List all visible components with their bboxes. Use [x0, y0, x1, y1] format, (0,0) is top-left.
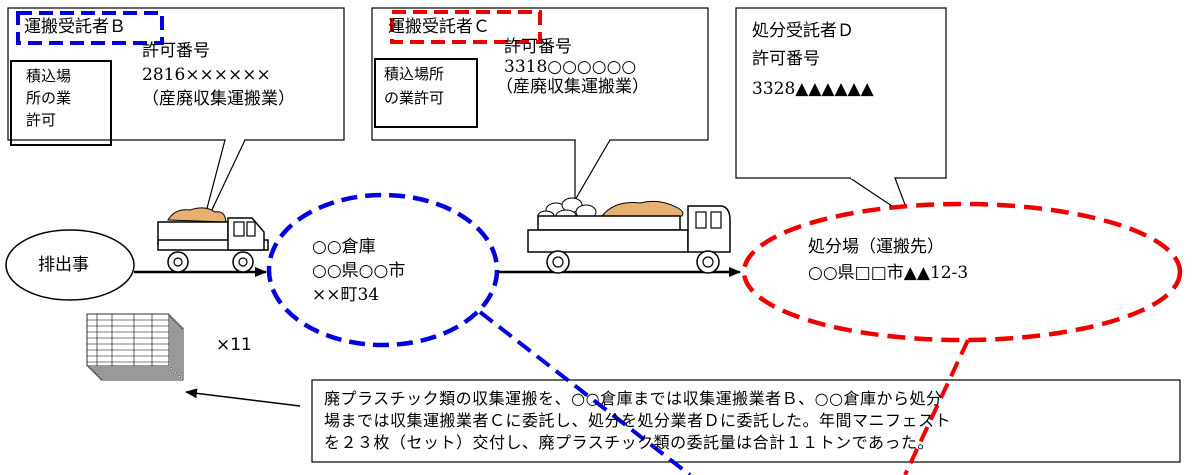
- carrier-c-loading-line-1: 積込場所: [384, 65, 445, 83]
- carrier-b-permit-number: 2816××××××: [142, 65, 271, 85]
- carrier-b-loading-line-3: 許可: [26, 111, 57, 129]
- carrier-b-loading-line-2: 所の業: [26, 89, 72, 107]
- truck-icon: [157, 207, 269, 273]
- truck-icon-2: [527, 197, 731, 274]
- callout-carrier-c: [371, 7, 709, 203]
- emitter-label: 排出事: [38, 255, 89, 275]
- carrier-c-highlight: [390, 10, 542, 44]
- note-box: [311, 379, 1181, 463]
- carrier-b-permit-type: （産廃収集運搬業）: [142, 89, 295, 109]
- carrier-b-name: 運搬受託者Ｂ: [24, 17, 126, 37]
- emitter-ellipse: [5, 229, 135, 301]
- disposal-ellipse: [741, 201, 1183, 343]
- note-line-1: 廃プラスチック類の収集運搬を、○○倉庫までは収集運搬業者Ｂ、○○倉庫から処分: [324, 389, 943, 408]
- disposal-site-line-2: ○○県□□市▲▲12-3: [808, 263, 969, 283]
- carrier-c-loading-line-2: の業許可: [384, 89, 445, 107]
- carrier-b-permit-label: 許可番号: [142, 41, 210, 61]
- carrier-b-highlight: [16, 11, 164, 45]
- disposer-d-name: 処分受託者Ｄ: [752, 21, 854, 41]
- manifest-count: ×11: [216, 335, 252, 355]
- blue-connector: [478, 310, 692, 475]
- carrier-c-loading-box: 積込場所 の業許可: [374, 58, 478, 128]
- carrier-b-loading-line-1: 積込場: [26, 67, 72, 85]
- manifest-stack-icon: [86, 313, 184, 381]
- carrier-c-permit-number: 3318○○○○○○: [504, 57, 637, 77]
- red-connector: [903, 339, 970, 475]
- note-pointer-arrow: [185, 388, 301, 407]
- disposer-d-permit-number: 3328▲▲▲▲▲▲: [752, 79, 874, 99]
- disposer-d-permit-label: 許可番号: [752, 49, 820, 69]
- carrier-c-permit-type: （産廃収集運搬業）: [496, 77, 649, 97]
- note-line-2: 場までは収集運搬業者Ｃに委託し、処分を処分業者Ｄに委託した。年間マニフェスト: [324, 411, 952, 430]
- warehouse-ellipse: [266, 192, 500, 348]
- warehouse-line-2: ○○県○○市: [312, 261, 406, 281]
- warehouse-line-1: ○○倉庫: [312, 237, 376, 257]
- note-line-3: を２３枚（セット）交付し、廃プラスチック類の委託量は合計１１トンであった。: [324, 433, 935, 452]
- warehouse-line-3: ××町34: [312, 285, 380, 305]
- carrier-c-permit-label: 許可番号: [504, 37, 572, 57]
- carrier-b-loading-box: 積込場 所の業 許可: [10, 60, 112, 146]
- disposal-site-line-1: 処分場（運搬先）: [808, 237, 944, 257]
- carrier-c-name: 運搬受託者Ｃ: [388, 17, 490, 37]
